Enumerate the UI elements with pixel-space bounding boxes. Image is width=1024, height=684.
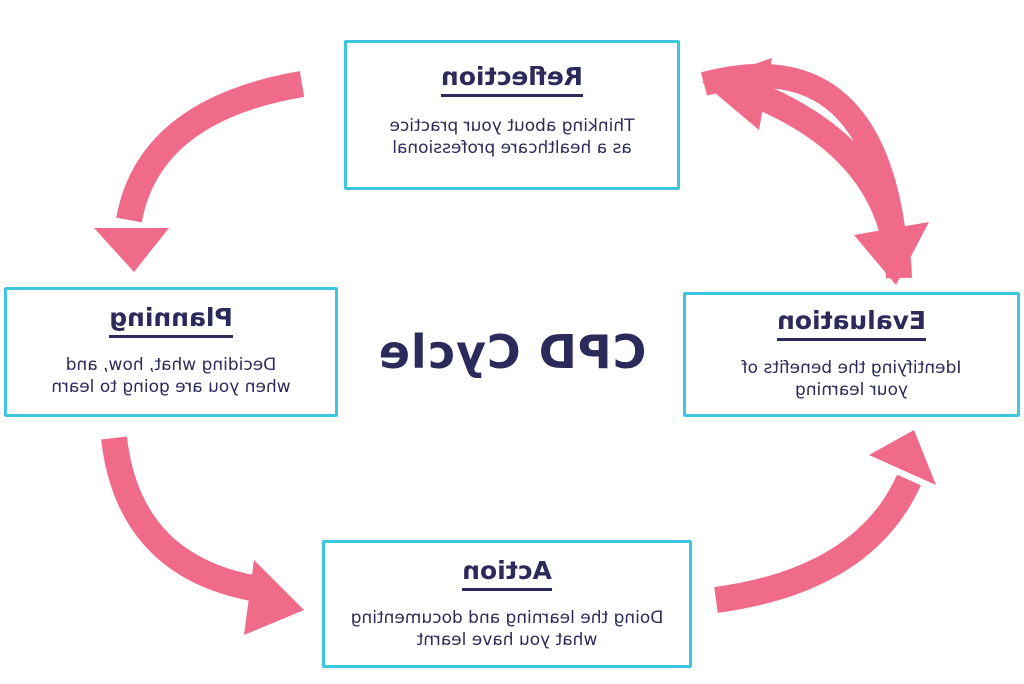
stage-box-planning: Planning Deciding what, how, and when yo… [4, 287, 338, 417]
stage-desc-line: Identifying the benefits of [741, 357, 962, 378]
stage-desc-line: your learning [795, 379, 908, 400]
stage-desc-line: Deciding what, how, and [65, 354, 277, 375]
stage-desc-line: what you have learnt [416, 629, 598, 650]
stage-title-evaluation: Evaluation [777, 306, 926, 341]
stage-title-planning: Planning [109, 303, 233, 338]
stage-box-evaluation: Evaluation Identifying the benefits of y… [683, 292, 1020, 417]
stage-title-action: Action [462, 556, 552, 591]
arrow-bottom-right [101, 436, 304, 635]
stage-desc-line: when you are going to learn [51, 376, 291, 397]
stage-desc-reflection: Thinking about your practice as a health… [347, 115, 677, 159]
arrow-top [702, 58, 912, 279]
stage-desc-evaluation: Identifying the benefits of your learnin… [686, 357, 1017, 401]
stage-title-reflection: Reflection [441, 62, 584, 97]
center-title: CPD Cycle [377, 325, 647, 379]
stage-desc-action: Doing the learning and documenting what … [325, 607, 689, 651]
stage-desc-line: Thinking about your practice [389, 115, 635, 136]
stage-box-reflection: Reflection Thinking about your practice … [344, 40, 680, 190]
stage-desc-planning: Deciding what, how, and when you are goi… [7, 354, 335, 398]
stage-box-action: Action Doing the learning and documentin… [322, 540, 692, 668]
stage-desc-line: as a healthcare professional [392, 137, 632, 158]
arrow-top-right [94, 71, 305, 272]
arrow-bottom-left [714, 430, 936, 613]
stage-desc-line: Doing the learning and documenting [350, 607, 664, 628]
